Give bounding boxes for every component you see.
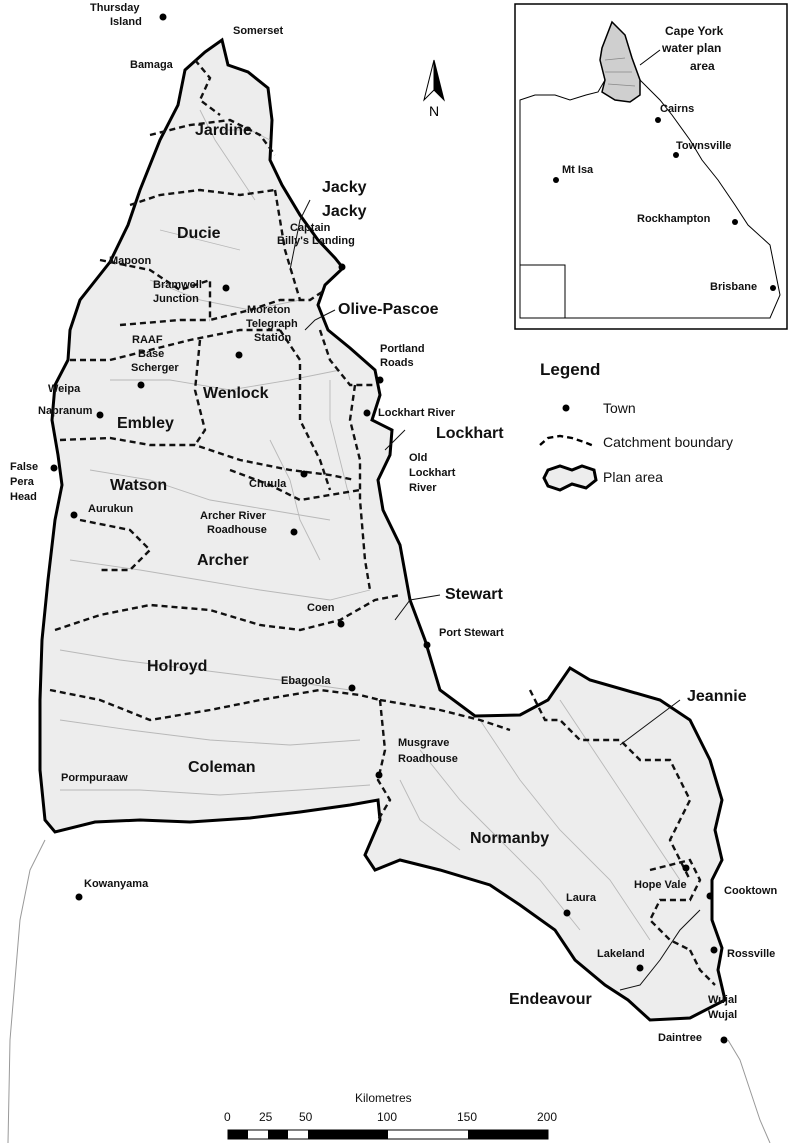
town-label-daintree: Daintree	[658, 1032, 702, 1044]
north-arrow: N	[423, 59, 445, 119]
town-label-moreton-3: Station	[254, 332, 292, 344]
town-label-cooktown: Cooktown	[724, 885, 777, 897]
town-label-archer-river-2: Roadhouse	[207, 524, 267, 536]
legend-boundary-label: Catchment boundary	[603, 434, 733, 450]
leader-lines	[289, 199, 701, 991]
town-label-ebagoola: Ebagoola	[281, 675, 331, 687]
catchment-label-normanby: Normanby	[470, 830, 549, 847]
inset-queensland-outline	[519, 21, 781, 319]
scale-tick-100: 100	[377, 1110, 397, 1124]
scale-tick-25: 25	[259, 1110, 273, 1124]
town-label-thursday-island-2: Island	[110, 16, 142, 28]
town-label-rossville: Rossville	[727, 948, 775, 960]
town-label-weipa: Weipa	[48, 383, 81, 395]
town-label-portland-2: Roads	[380, 357, 414, 369]
legend-town-label: Town	[603, 400, 636, 416]
inset-title-2: water plan	[661, 41, 721, 55]
legend-plan-area-label: Plan area	[603, 469, 663, 485]
coastline-east	[727, 1039, 771, 1143]
catchment-label-endeavour: Endeavour	[509, 991, 592, 1008]
inset-town-mt-isa: Mt Isa	[562, 164, 594, 176]
coastline	[7, 839, 46, 1143]
town-label-false-pera-2: Pera	[10, 476, 35, 488]
inset-plan-area	[599, 20, 641, 103]
scale-tick-150: 150	[457, 1110, 477, 1124]
legend-title: Legend	[540, 360, 600, 379]
town-label-laura: Laura	[566, 892, 597, 904]
catchment-label-olive-pascoe: Olive-Pascoe	[338, 301, 439, 318]
town-label-wujal-2: Wujal	[708, 1009, 737, 1021]
town-label-somerset: Somerset	[233, 25, 283, 37]
inset-title-1: Cape York	[665, 24, 724, 38]
north-label: N	[429, 103, 439, 119]
town-label-false-pera-3: Head	[10, 491, 37, 503]
scale-tick-200: 200	[537, 1110, 557, 1124]
town-label-moreton-1: Moreton	[247, 304, 291, 316]
town-label-chuula: Chuula	[249, 478, 287, 490]
catchment-label-jacky-2: Jacky	[322, 203, 367, 220]
legend: Legend Town Catchment boundary Plan area	[539, 360, 733, 492]
legend-plan-area-symbol	[542, 464, 598, 492]
town-label-captain-billys-2: Billy's Landing	[277, 235, 355, 247]
town-label-mapoon: Mapoon	[109, 255, 151, 267]
town-label-napranum: Napranum	[38, 405, 93, 417]
town-label-archer-river-1: Archer River	[200, 510, 267, 522]
town-label-bramwell-2: Junction	[153, 293, 199, 305]
town-label-thursday-island-1: Thursday	[90, 2, 140, 14]
catchment-label-wenlock: Wenlock	[203, 385, 269, 402]
town-label-wujal-1: Wujal	[708, 994, 737, 1006]
catchment-label-coleman: Coleman	[188, 759, 256, 776]
town-label-lockhart-river: Lockhart River	[378, 407, 456, 419]
town-dots	[50, 13, 728, 1044]
town-label-moreton-2: Telegraph	[246, 318, 298, 330]
town-label-old-lockhart-2: Lockhart	[409, 467, 456, 479]
town-label-old-lockhart-1: Old	[409, 452, 427, 464]
catchment-label-embley: Embley	[117, 415, 174, 432]
town-label-old-lockhart-3: River	[409, 482, 437, 494]
town-label-raaf-3: Scherger	[131, 362, 179, 374]
inset-town-brisbane: Brisbane	[710, 281, 757, 293]
river-network	[59, 109, 681, 941]
town-label-raaf-1: RAAF	[132, 334, 163, 346]
catchment-label-archer: Archer	[197, 552, 249, 569]
town-label-captain-billys-1: Captain	[290, 222, 331, 234]
scale-tick-0: 0	[224, 1110, 231, 1124]
catchment-label-lockhart: Lockhart	[436, 425, 504, 442]
catchment-label-jardine: Jardine	[195, 122, 252, 139]
scale-bar: Kilometres 0 25 50 100 150 200	[224, 1091, 557, 1140]
town-label-portland-1: Portland	[380, 343, 425, 355]
town-label-kowanyama: Kowanyama	[84, 878, 149, 890]
scale-unit-label: Kilometres	[355, 1091, 412, 1105]
town-label-bamaga: Bamaga	[130, 59, 174, 71]
catchment-label-ducie: Ducie	[177, 225, 221, 242]
legend-town-symbol	[562, 404, 570, 412]
inset-title-3: area	[690, 59, 715, 73]
town-label-pormpuraaw: Pormpuraaw	[61, 772, 128, 784]
inset-town-cairns: Cairns	[660, 103, 694, 115]
town-label-hope-vale: Hope Vale	[634, 879, 687, 891]
town-label-lakeland: Lakeland	[597, 948, 645, 960]
town-label-bramwell-1: Bramwell	[153, 279, 202, 291]
town-label-musgrave-2: Roadhouse	[398, 753, 458, 765]
catchment-label-stewart: Stewart	[445, 586, 503, 603]
town-label-coen: Coen	[307, 602, 335, 614]
town-label-port-stewart: Port Stewart	[439, 627, 504, 639]
town-label-aurukun: Aurukun	[88, 503, 134, 515]
catchment-label-watson: Watson	[110, 477, 167, 494]
inset-town-townsville: Townsville	[676, 140, 731, 152]
catchment-label-jeannie: Jeannie	[687, 688, 747, 705]
catchment-label-holroyd: Holroyd	[147, 658, 207, 675]
inset-map: Cape York water plan area Cairns Townsvi…	[514, 3, 788, 330]
catchment-label-jacky-1: Jacky	[322, 179, 367, 196]
scale-tick-50: 50	[299, 1110, 313, 1124]
town-label-false-pera-1: False	[10, 461, 38, 473]
town-label-musgrave-1: Musgrave	[398, 737, 449, 749]
legend-boundary-symbol	[539, 434, 595, 448]
catchment-boundaries	[49, 59, 716, 986]
town-label-raaf-2: Base	[138, 348, 164, 360]
inset-town-rockhampton: Rockhampton	[637, 213, 711, 225]
plan-area	[38, 37, 727, 1022]
